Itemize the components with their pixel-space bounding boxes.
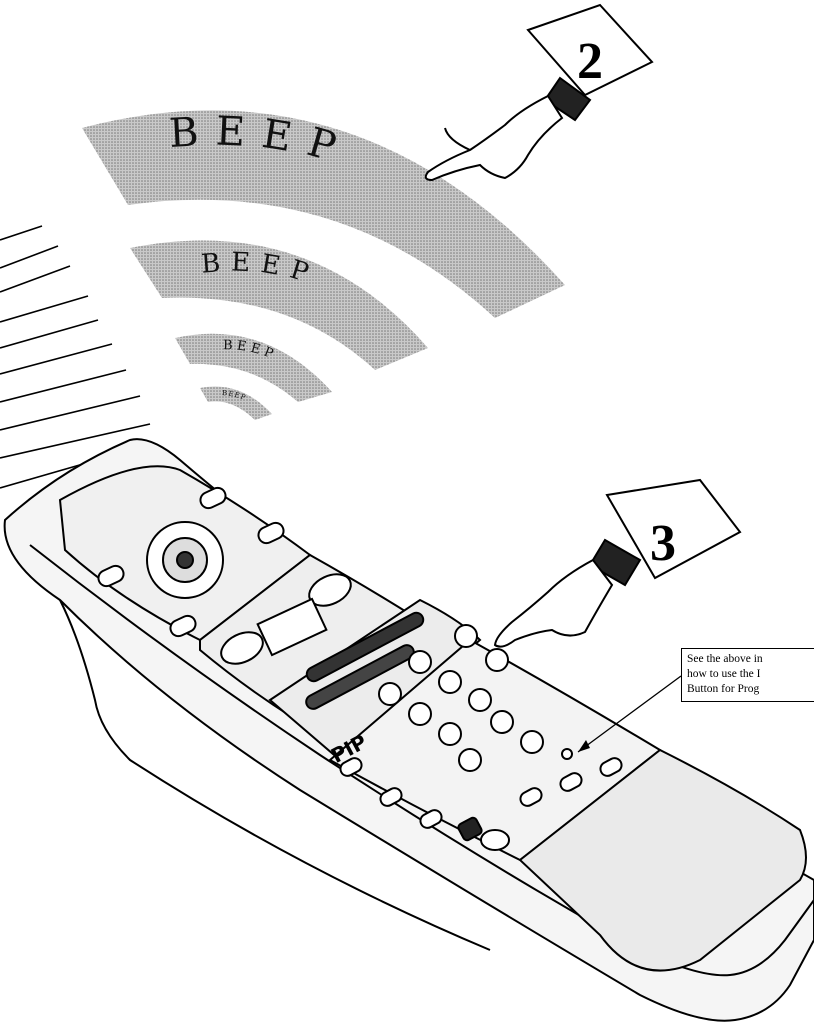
beep-wave-small: BEEP <box>175 334 332 402</box>
step-2-marker: 2 <box>426 5 652 180</box>
program-button-callout: See the above in how to use the I Button… <box>681 648 814 702</box>
step-3-marker: 3 <box>495 480 740 647</box>
step-3-number: 3 <box>650 515 676 572</box>
beep-wave-tiny: BEEP <box>200 386 272 420</box>
pointing-hand-icon <box>426 78 590 180</box>
callout-line-1: See the above in <box>687 652 814 667</box>
callout-line-2: how to use the I <box>687 667 814 682</box>
callout-line-3: Button for Prog <box>687 682 814 697</box>
pointing-hand-icon <box>495 540 640 647</box>
step-2-number: 2 <box>577 33 603 90</box>
